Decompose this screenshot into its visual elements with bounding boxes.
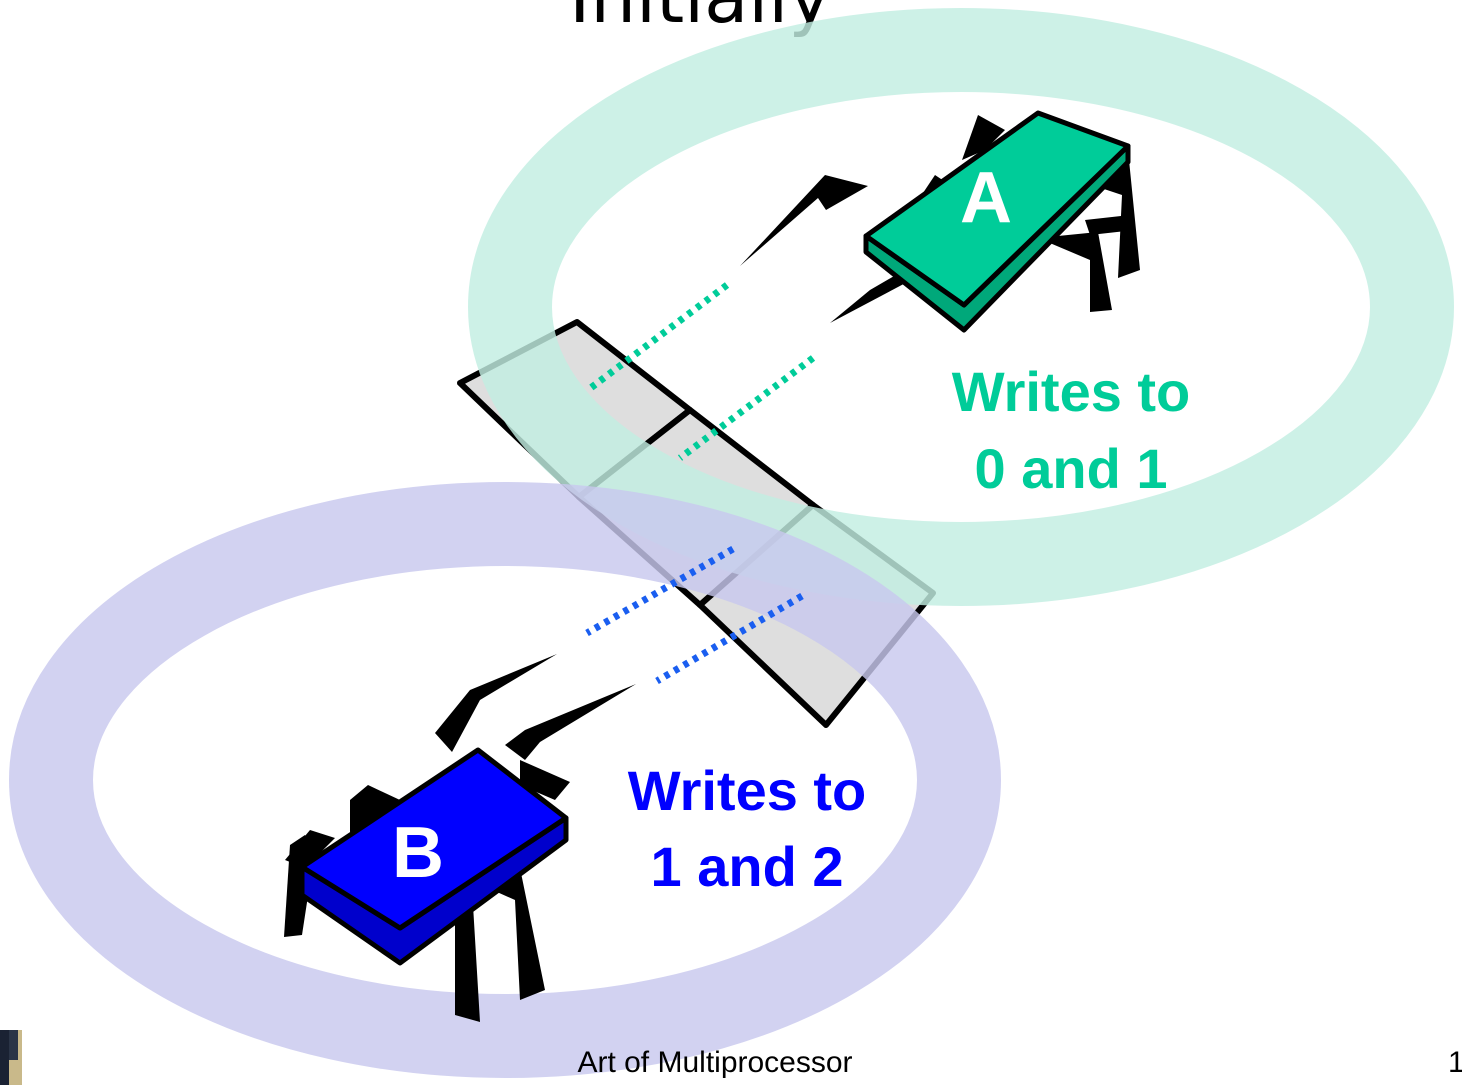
thread-b-bug: B: [284, 654, 636, 1022]
thread-a-access-line: [585, 282, 730, 393]
thread-b-caption-line2: 1 and 2: [651, 835, 844, 898]
footer-text: Art of Multiprocessor: [577, 1046, 852, 1079]
thread-a-bug: A: [740, 110, 1140, 333]
thread-a-caption-line1: Writes to: [952, 360, 1191, 423]
page-number: 1: [1448, 1046, 1462, 1079]
thread-a-caption: Writes to 0 and 1: [952, 360, 1191, 500]
thread-b-caption: Writes to 1 and 2: [628, 759, 867, 898]
thread-b-caption-line1: Writes to: [628, 759, 867, 822]
thread-b-region-ring: [9, 482, 1001, 1078]
thread-b-label: B: [392, 813, 444, 893]
thread-a-label: A: [960, 158, 1012, 238]
thread-b-bug-body: [299, 747, 569, 931]
thread-a-access-lines: [585, 282, 816, 461]
thread-a-caption-line2: 0 and 1: [975, 437, 1168, 500]
thread-a-region-ring: [468, 8, 1454, 606]
footer-logo: [0, 1030, 22, 1085]
thread-a-bug-body: [863, 110, 1131, 308]
